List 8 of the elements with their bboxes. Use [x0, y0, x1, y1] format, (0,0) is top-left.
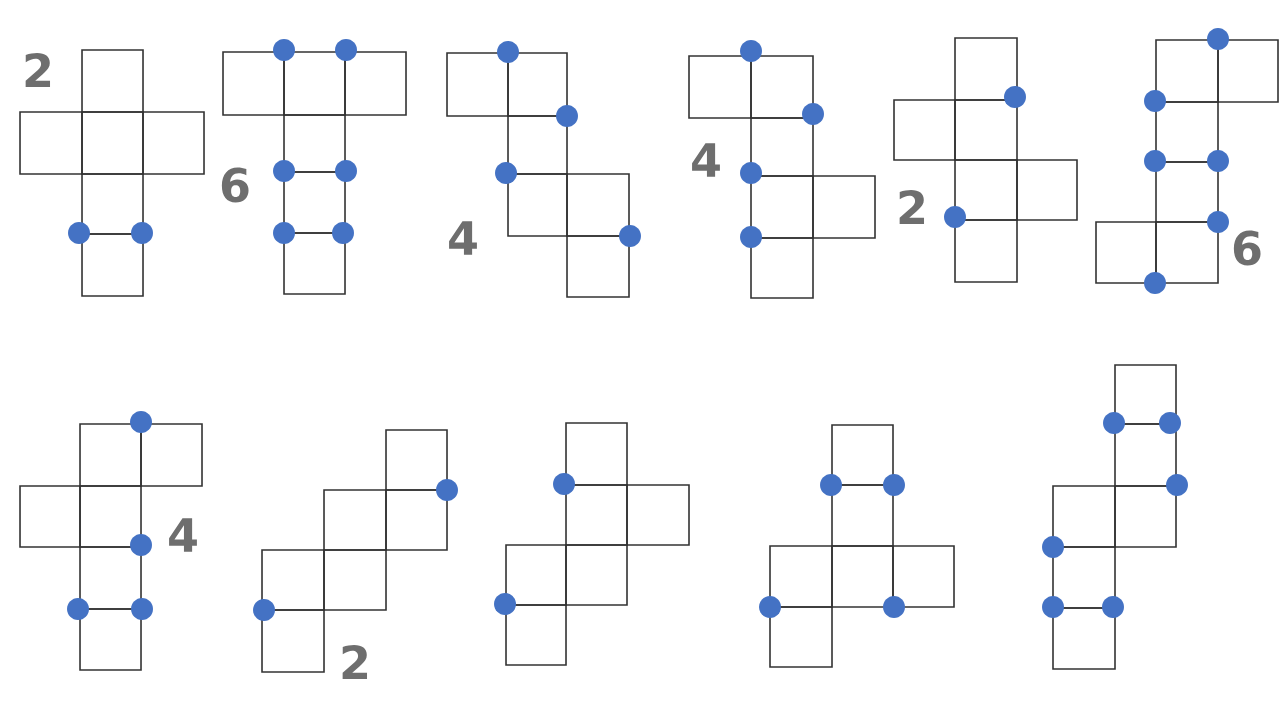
number-label: 6	[221, 167, 249, 203]
number-label: 4	[449, 221, 477, 255]
number-label: 2	[25, 52, 50, 88]
number-label: 6	[1233, 230, 1261, 266]
number-label: 2	[899, 189, 924, 225]
number-label: 4	[692, 143, 720, 177]
number-label: 2	[342, 644, 367, 680]
number-label: 4	[169, 518, 197, 552]
